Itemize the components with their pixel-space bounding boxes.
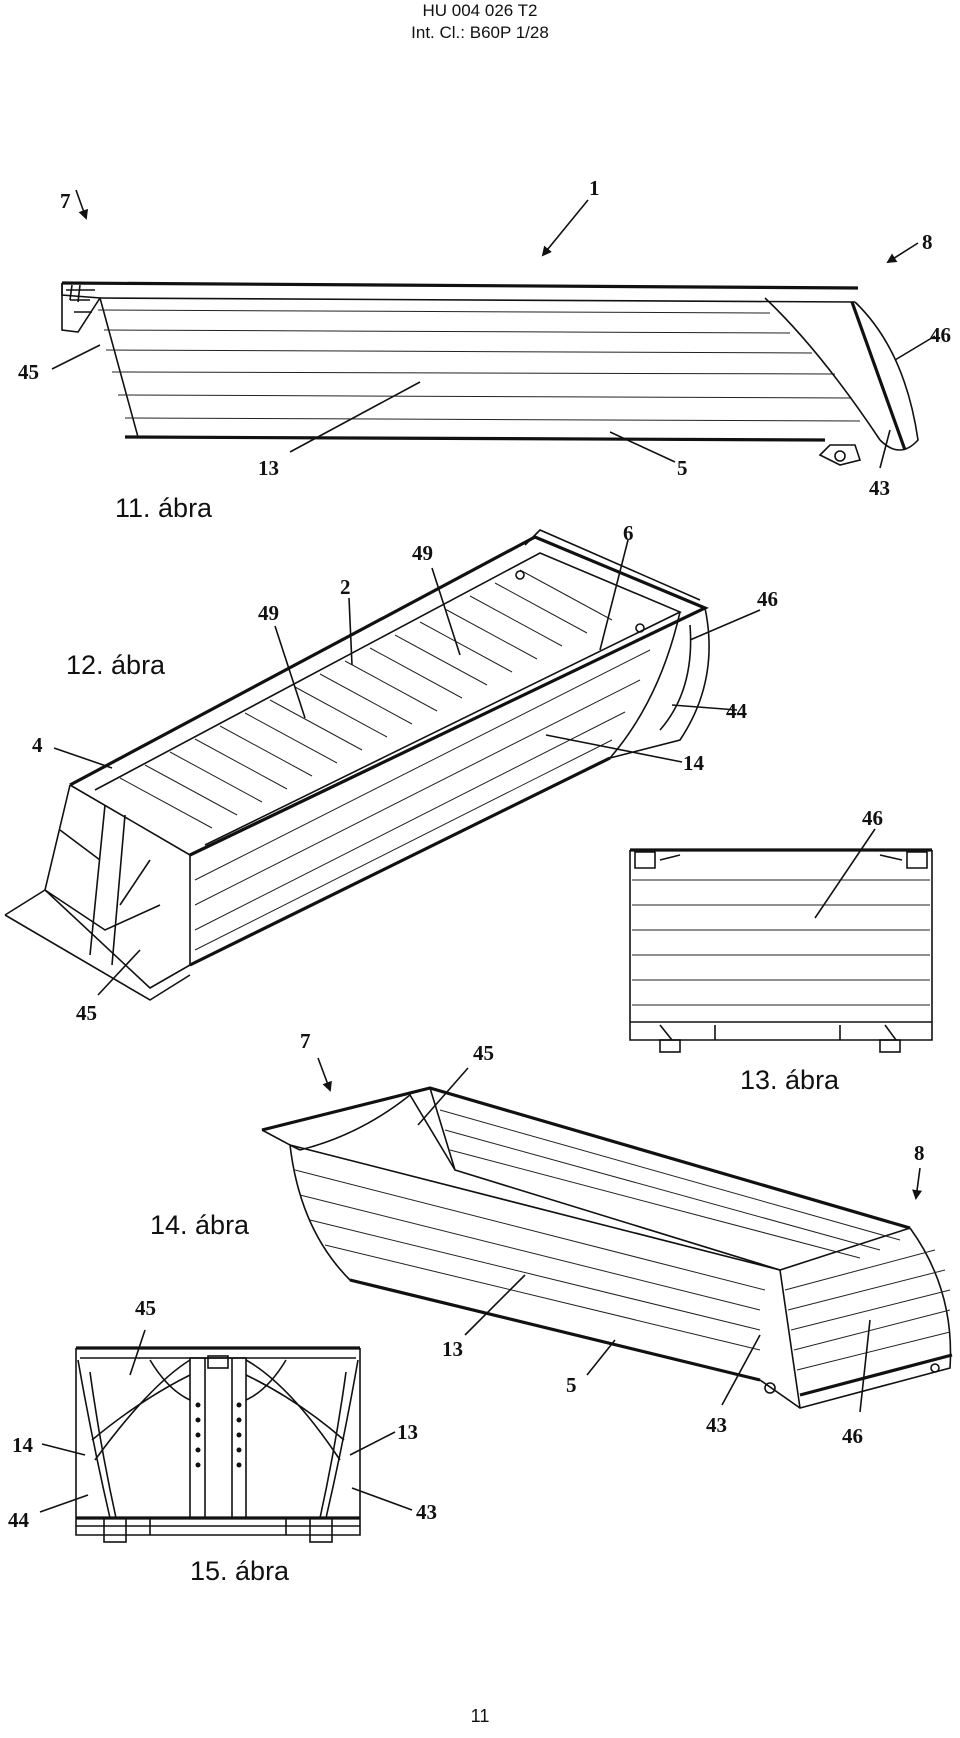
view-arrow-1 [541, 199, 589, 257]
figure-13: 46 [629, 806, 933, 1053]
ref-13: 13 [258, 456, 279, 480]
ref-45: 45 [18, 360, 39, 384]
page-number: 11 [470, 1706, 490, 1726]
post-holes [195, 1402, 242, 1468]
dump-body-open-perspective [261, 1086, 953, 1409]
document-number: HU 004 026 T2 [422, 1, 538, 20]
ref-44: 44 [726, 699, 748, 723]
ref-44: 44 [8, 1508, 30, 1532]
ref-43: 43 [416, 1500, 437, 1524]
ref-2: 2 [340, 575, 351, 599]
ref-14: 14 [683, 751, 705, 775]
ref-5: 5 [677, 456, 688, 480]
dump-body-side-view [61, 281, 919, 466]
ref-14: 14 [12, 1433, 34, 1457]
figure-13-caption: 13. ábra [740, 1065, 840, 1095]
figure-12-caption: 12. ábra [66, 650, 166, 680]
figure-12: 6 49 2 49 46 44 4 14 45 [4, 521, 778, 1025]
page-header: HU 004 026 T2 Int. Cl.: B60P 1/28 [0, 0, 960, 44]
classification: Int. Cl.: B60P 1/28 [411, 23, 549, 42]
ref-8: 8 [914, 1141, 925, 1165]
ref-45: 45 [76, 1001, 97, 1025]
figure-15-caption: 15. ábra [190, 1556, 290, 1586]
ref-5: 5 [566, 1373, 577, 1397]
ref-7: 7 [60, 189, 71, 213]
ref-13: 13 [397, 1420, 418, 1444]
ref-49-right: 49 [412, 541, 433, 565]
ref-8: 8 [922, 230, 933, 254]
ref-4: 4 [32, 733, 43, 757]
figure-15: 45 14 13 44 43 [8, 1296, 437, 1543]
view-arrow-8 [886, 242, 919, 264]
view-arrow-7 [75, 189, 89, 220]
ref-46: 46 [757, 587, 778, 611]
rear-panel-view [629, 848, 933, 1053]
ref-46: 46 [862, 806, 883, 830]
ref-49-left: 49 [258, 601, 279, 625]
ref-46: 46 [930, 323, 951, 347]
figure-14-caption: 14. ábra [150, 1210, 250, 1240]
ref-1: 1 [589, 176, 600, 200]
ref-45: 45 [135, 1296, 156, 1320]
view-arrow-7 [317, 1057, 332, 1092]
ref-7: 7 [300, 1029, 311, 1053]
figure-11-caption: 11. ábra [115, 493, 213, 523]
view-arrow-8 [912, 1167, 923, 1200]
figure-11: 7 1 8 45 46 13 5 43 [18, 176, 951, 500]
ref-13: 13 [442, 1337, 463, 1361]
front-end-view [75, 1346, 361, 1543]
figure-14: 7 45 8 13 5 43 46 [261, 1029, 953, 1448]
ref-46: 46 [842, 1424, 863, 1448]
dump-body-perspective-view [4, 529, 710, 1001]
ref-6: 6 [623, 521, 634, 545]
ref-43: 43 [869, 476, 890, 500]
ref-43: 43 [706, 1413, 727, 1437]
ref-45: 45 [473, 1041, 494, 1065]
